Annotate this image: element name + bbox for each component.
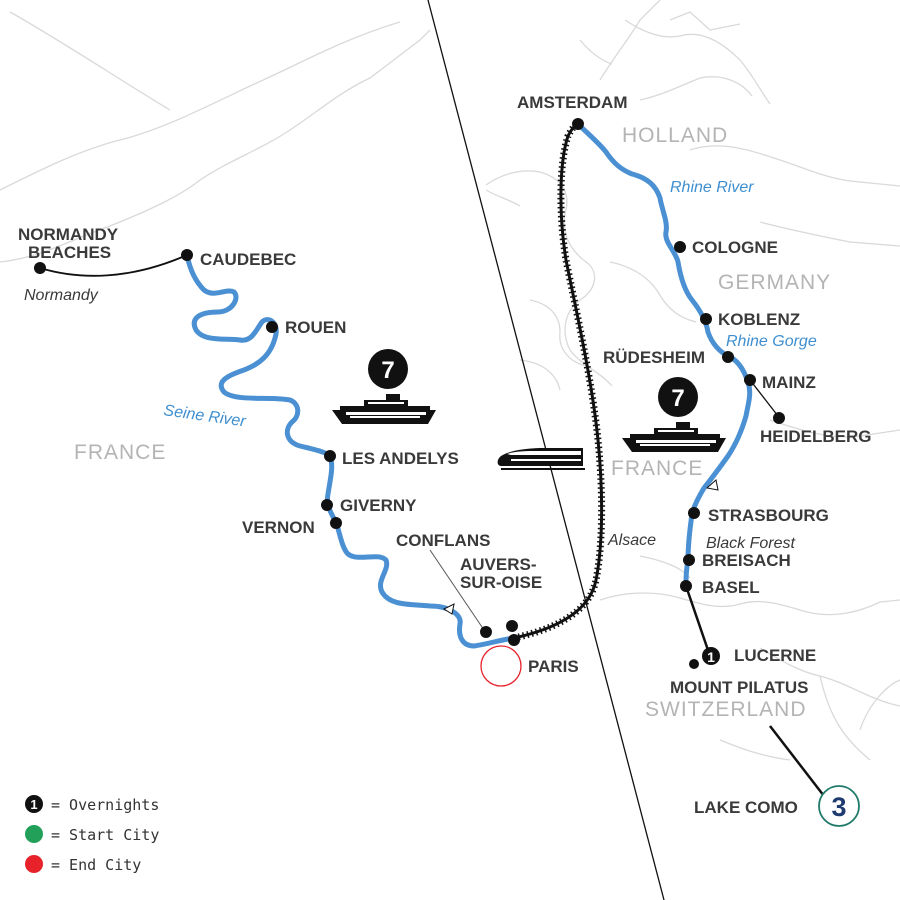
- dot-basel: [680, 580, 692, 592]
- city-normandy-beaches-line2: BEACHES: [28, 243, 111, 262]
- basel-lucerne-connector: [684, 585, 712, 657]
- legend-start-city-swatch: [25, 825, 43, 843]
- city-mainz: MAINZ: [762, 373, 816, 392]
- normandy-region-label: Normandy: [24, 287, 99, 304]
- city-amsterdam: AMSTERDAM: [517, 93, 628, 112]
- dot-mainz: [744, 374, 756, 386]
- rhine-river-route: [575, 121, 753, 589]
- seine-cruise-group: 7: [332, 349, 436, 424]
- city-auvers-line1: AUVERS-: [460, 555, 537, 574]
- legend-overnights-swatch: [25, 795, 43, 813]
- legend-overnights-label: = Overnights: [51, 796, 159, 814]
- dot-vernon: [330, 517, 342, 529]
- legend-end-city-swatch: [25, 855, 43, 873]
- country-borders: [0, 0, 900, 761]
- city-conflans: CONFLANS: [396, 531, 490, 550]
- city-mount-pilatus: MOUNT PILATUS: [670, 678, 809, 697]
- city-paris: PARIS: [528, 657, 579, 676]
- city-strasbourg: STRASBOURG: [708, 506, 829, 525]
- rhine-direction-arrow-icon: [705, 479, 719, 491]
- seine-direction-arrow-icon: [442, 603, 455, 615]
- alsace-region-label: Alsace: [607, 532, 656, 549]
- city-cologne: COLOGNE: [692, 238, 778, 257]
- normandy-connector: [39, 254, 188, 277]
- city-rudesheim: RÜDESHEIM: [603, 348, 705, 367]
- dot-rudesheim: [722, 351, 734, 363]
- conflans-pointer: [429, 549, 485, 631]
- black-forest-region-label: Black Forest: [706, 535, 795, 552]
- city-vernon: VERNON: [242, 518, 315, 537]
- city-basel: BASEL: [702, 578, 760, 597]
- legend: 1 = Overnights = Start City = End City: [25, 795, 159, 874]
- dot-les-andelys: [324, 450, 336, 462]
- train-icon: [497, 448, 585, 470]
- rhine-gorge-label: Rhine Gorge: [726, 333, 817, 350]
- lucerne-overnight-count: 1: [707, 649, 715, 665]
- lake-como-badge: 3: [818, 785, 860, 827]
- country-holland: HOLLAND: [622, 124, 728, 147]
- dot-auvers: [506, 620, 518, 632]
- city-koblenz: KOBLENZ: [718, 310, 800, 329]
- dot-strasbourg: [688, 507, 700, 519]
- seine-river-route: [184, 252, 517, 649]
- city-dots: [34, 118, 785, 669]
- dot-giverny: [321, 499, 333, 511]
- city-les-andelys: LES ANDELYS: [342, 449, 459, 468]
- seine-overnight-count: 7: [381, 357, 394, 384]
- heidelberg-connector: [749, 379, 779, 417]
- city-normandy-beaches-line1: NORMANDY: [18, 225, 119, 244]
- city-lucerne: LUCERNE: [734, 646, 816, 665]
- dot-mount-pilatus: [689, 659, 699, 669]
- legend-overnights-symbol: 1: [30, 797, 37, 812]
- river-ship-icon: [622, 422, 726, 452]
- dot-conflans: [480, 626, 492, 638]
- city-rouen: ROUEN: [285, 318, 346, 337]
- end-city-marker: [480, 645, 522, 687]
- lucerne-como-connector: [769, 725, 825, 797]
- country-germany: GERMANY: [718, 271, 831, 294]
- city-caudebec: CAUDEBEC: [200, 250, 296, 269]
- rhine-cruise-group: 7: [622, 377, 726, 452]
- city-auvers-line2: SUR-OISE: [460, 573, 542, 592]
- dot-cologne: [674, 241, 686, 253]
- dot-normandy-beaches: [34, 262, 46, 274]
- river-ship-icon: [332, 394, 436, 424]
- country-switzerland: SWITZERLAND: [645, 698, 807, 721]
- city-giverny: GIVERNY: [340, 496, 417, 515]
- country-france-left: FRANCE: [74, 441, 166, 464]
- lake-como-overnight-count: 3: [831, 792, 846, 822]
- rail-route-ties: [513, 120, 606, 642]
- country-france-right: FRANCE: [611, 457, 703, 480]
- city-breisach: BREISACH: [702, 551, 791, 570]
- legend-start-city-label: = Start City: [51, 826, 159, 844]
- dot-amsterdam: [572, 118, 584, 130]
- dot-paris: [508, 634, 520, 646]
- rhine-overnight-count: 7: [671, 385, 684, 412]
- dot-breisach: [683, 554, 695, 566]
- dot-heidelberg: [773, 412, 785, 424]
- dot-caudebec: [181, 249, 193, 261]
- legend-end-city-label: = End City: [51, 856, 141, 874]
- seine-river-label: Seine River: [162, 402, 247, 430]
- rhine-river-label: Rhine River: [670, 179, 754, 196]
- lucerne-overnight-badge: 1: [702, 647, 720, 665]
- city-heidelberg: HEIDELBERG: [760, 427, 871, 446]
- city-lake-como: LAKE COMO: [694, 798, 798, 817]
- dot-koblenz: [700, 313, 712, 325]
- dot-rouen: [266, 321, 278, 333]
